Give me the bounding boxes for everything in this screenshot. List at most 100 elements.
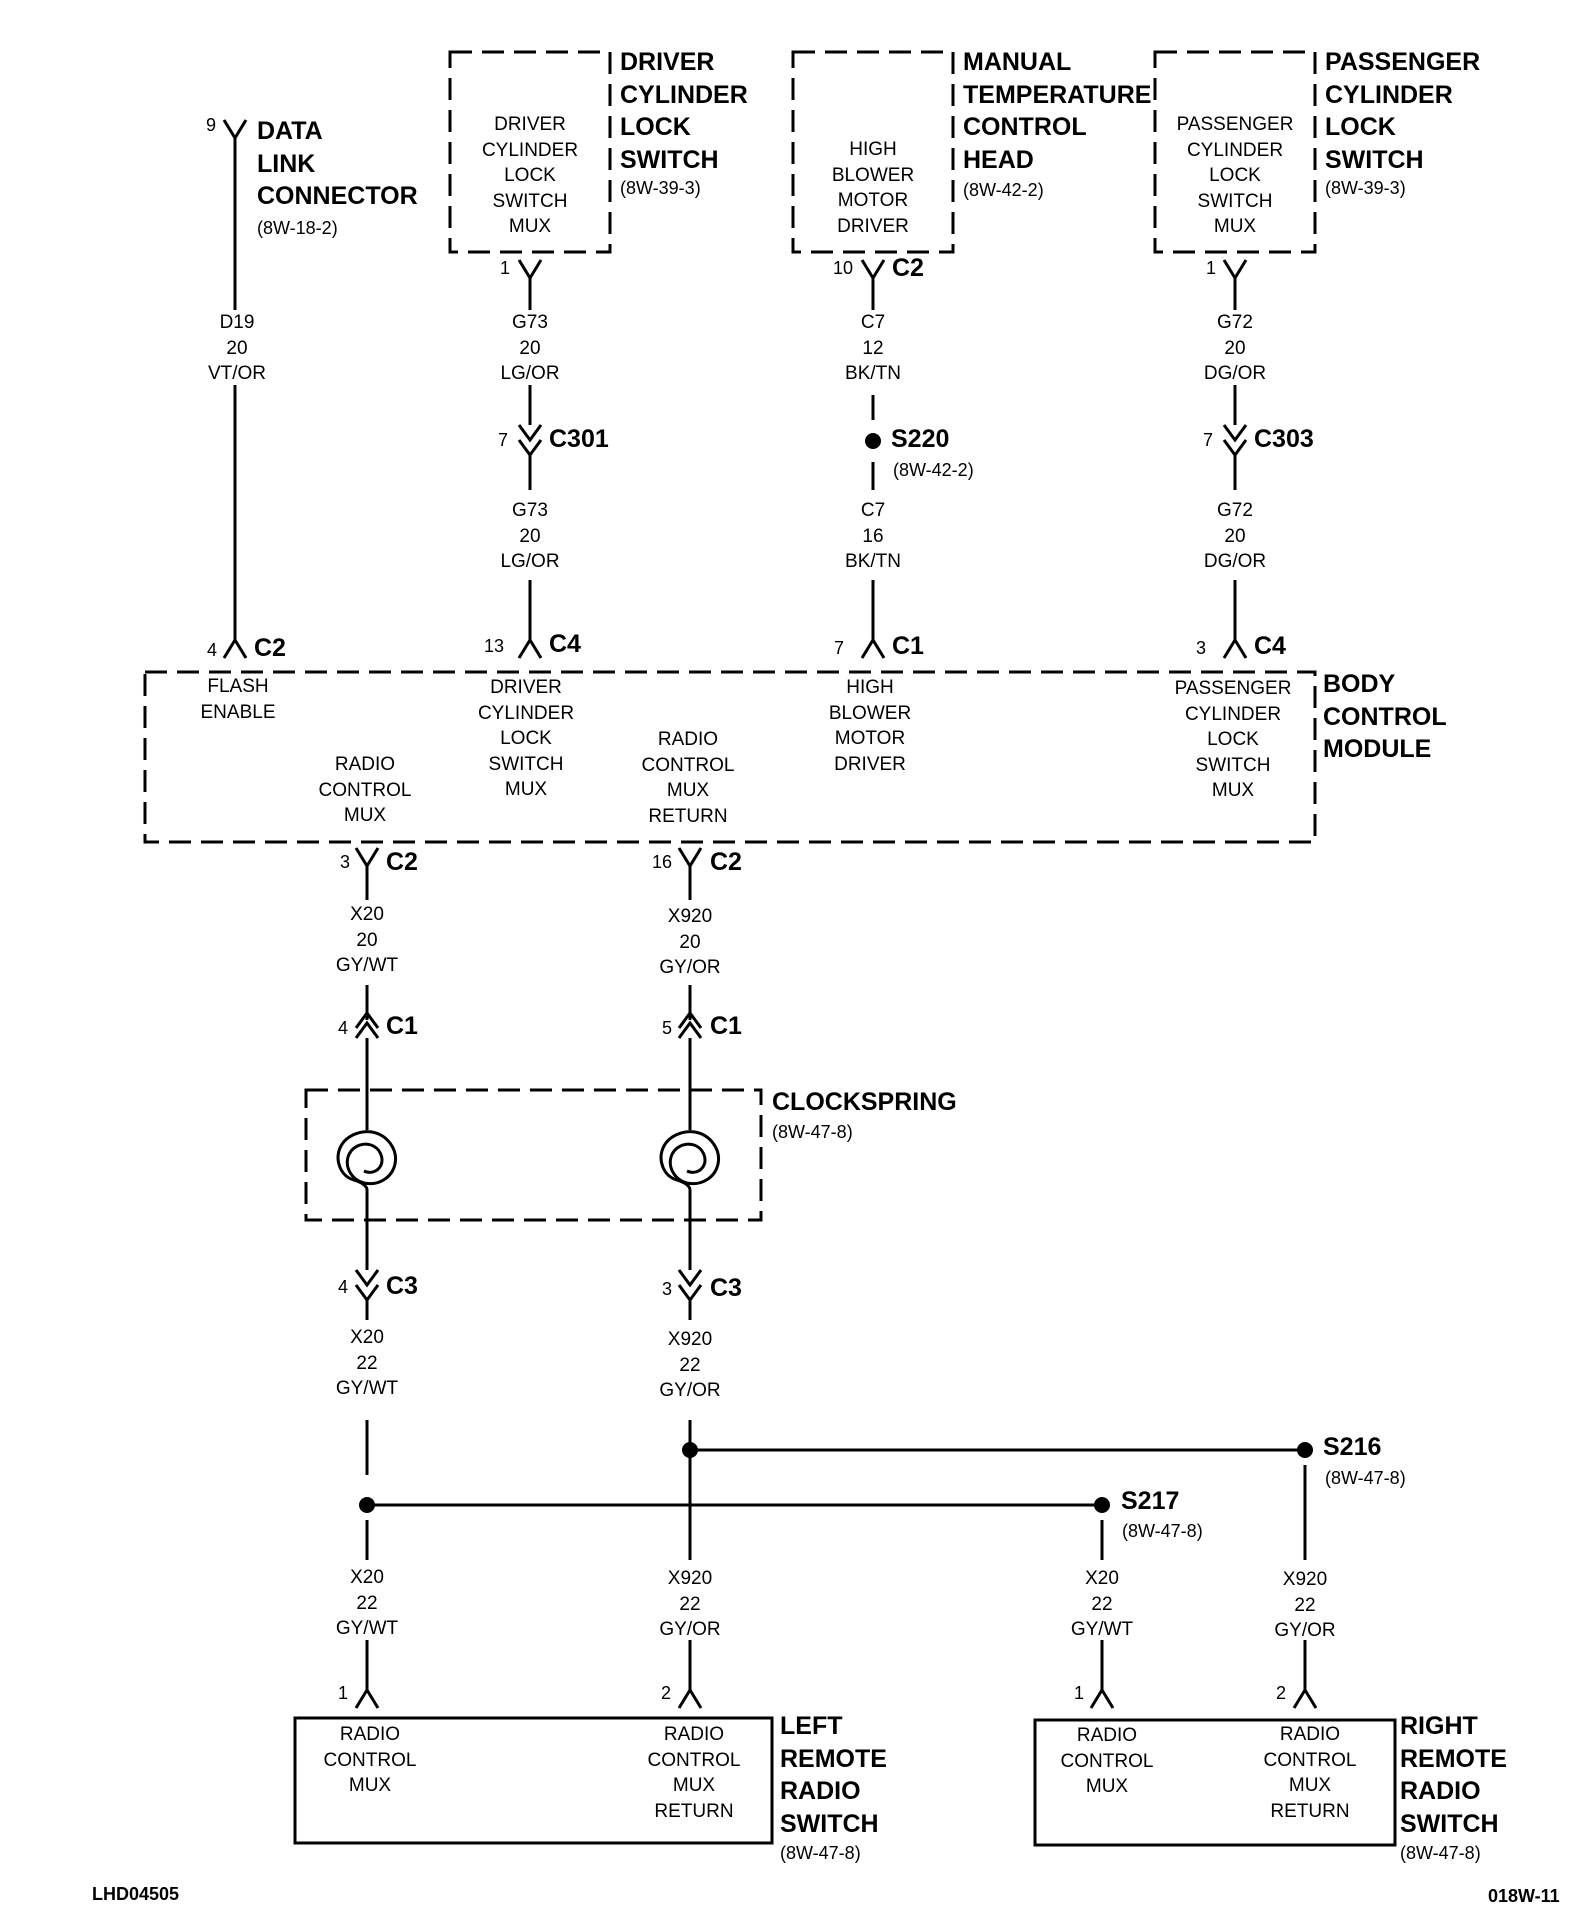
bcm-box bbox=[143, 670, 1317, 844]
cs-c3-x20-connector: C3 bbox=[386, 1272, 418, 1300]
wire-x920-left-label: X920 22 GY/OR bbox=[659, 1568, 721, 1640]
rrs-pin-1: 1 bbox=[1074, 1683, 1085, 1703]
bcm-blower-connector: C1 bbox=[892, 632, 924, 660]
right-remote-pin1-label: RADIO CONTROL MUX bbox=[1060, 1725, 1154, 1797]
bcm-x920-pin: 16 bbox=[652, 852, 673, 872]
bcm-x20-pin: 3 bbox=[340, 852, 351, 872]
right-remote-switch-box bbox=[1033, 1718, 1397, 1847]
splice-s216-ref: (8W-47-8) bbox=[1325, 1468, 1406, 1488]
driver-lock-switch-ref: (8W-39-3) bbox=[620, 178, 701, 198]
footer-right-code: 018W-11 bbox=[1488, 1886, 1560, 1906]
c303-pin: 7 bbox=[1203, 430, 1214, 450]
cs-c1-x920-connector: C1 bbox=[710, 1012, 742, 1040]
splice-s216-right-dot bbox=[1297, 1442, 1313, 1458]
bcm-passenger-pin: 3 bbox=[1196, 638, 1207, 658]
connector-driver-switch bbox=[517, 259, 543, 281]
connector-cs-c1-x20 bbox=[354, 1010, 380, 1039]
connector-bcm-x920 bbox=[677, 847, 703, 869]
connector-dlc bbox=[222, 119, 248, 141]
bcm-high-blower: HIGH BLOWER MOTOR DRIVER bbox=[828, 677, 912, 775]
bcm-label: BODY CONTROL MODULE bbox=[1323, 670, 1447, 763]
connector-lrs-2 bbox=[677, 1687, 703, 1709]
bcm-driver-pin: 13 bbox=[484, 636, 505, 656]
wire-x20-right-label: X20 22 GY/WT bbox=[1070, 1568, 1134, 1640]
data-link-connector-ref: (8W-18-2) bbox=[257, 218, 338, 238]
connector-rrs-1 bbox=[1089, 1687, 1115, 1709]
left-remote-switch-box bbox=[293, 1716, 774, 1845]
connector-bcm-x20 bbox=[354, 847, 380, 869]
connector-bcm-flash bbox=[222, 637, 248, 659]
connector-temp-head bbox=[860, 259, 886, 281]
left-remote-pin1-label: RADIO CONTROL MUX bbox=[323, 1724, 417, 1796]
driver-lock-switch-box bbox=[448, 50, 612, 254]
temp-head-pin: 10 bbox=[833, 258, 854, 278]
left-remote-pin2-label: RADIO CONTROL MUX RETURN bbox=[647, 1724, 741, 1822]
left-remote-switch-ref: (8W-47-8) bbox=[780, 1843, 861, 1863]
wire-x920-right-label: X920 22 GY/OR bbox=[1274, 1569, 1336, 1641]
right-remote-pin2-label: RADIO CONTROL MUX RETURN bbox=[1263, 1724, 1357, 1822]
connector-lrs-1 bbox=[354, 1687, 380, 1709]
splice-s220-ref: (8W-42-2) bbox=[893, 460, 974, 480]
passenger-lock-switch-label: PASSENGER CYLINDER LOCK SWITCH bbox=[1325, 48, 1481, 174]
wire-g72-lower-label: G72 20 DG/OR bbox=[1203, 500, 1267, 572]
passenger-lock-switch-ref: (8W-39-3) bbox=[1325, 178, 1406, 198]
wire-x920-mid-label: X920 22 GY/OR bbox=[659, 1329, 721, 1401]
clockspring-coil-right bbox=[659, 1130, 721, 1191]
clockspring-coils bbox=[336, 1130, 721, 1191]
clockspring-box bbox=[304, 1088, 763, 1222]
wire-g73-upper-label: G73 20 LG/OR bbox=[500, 312, 560, 384]
connector-cs-c1-x920 bbox=[677, 1010, 703, 1039]
footer-left-code: LHD04505 bbox=[92, 1884, 180, 1904]
wire-c7-lower-label: C7 16 BK/TN bbox=[845, 500, 901, 572]
driver-lock-switch-inner: DRIVER CYLINDER LOCK SWITCH MUX bbox=[481, 114, 579, 237]
bcm-x920-connector: C2 bbox=[710, 848, 742, 876]
bcm-flash-enable: FLASH ENABLE bbox=[200, 676, 276, 723]
bcm-passenger-connector: C4 bbox=[1254, 632, 1286, 660]
splice-s216-label: S216 bbox=[1323, 1433, 1382, 1461]
lrs-pin-1: 1 bbox=[338, 1683, 349, 1703]
cs-c1-x920-pin: 5 bbox=[662, 1018, 673, 1038]
connector-cs-c3-x20 bbox=[354, 1269, 380, 1303]
splice-s217-ref: (8W-47-8) bbox=[1122, 1521, 1203, 1541]
bcm-radio-control-mux: RADIO CONTROL MUX bbox=[318, 754, 412, 826]
splice-s220-dot bbox=[865, 433, 881, 449]
splice-s217-label: S217 bbox=[1121, 1487, 1180, 1515]
connector-bcm-driver bbox=[517, 637, 543, 659]
c301-pin: 7 bbox=[498, 430, 509, 450]
c301-name: C301 bbox=[549, 425, 609, 453]
connector-cs-c3-x920 bbox=[677, 1269, 703, 1303]
lrs-pin-2: 2 bbox=[661, 1683, 672, 1703]
cs-c3-x20-pin: 4 bbox=[338, 1277, 349, 1297]
connector-bcm-passenger bbox=[1222, 637, 1248, 659]
wire-x920-upper-label: X920 20 GY/OR bbox=[659, 906, 721, 978]
clockspring-coil-left bbox=[336, 1130, 398, 1191]
wire-x20-upper-label: X20 20 GY/WT bbox=[335, 904, 399, 976]
connector-bcm-blower bbox=[860, 637, 886, 659]
bcm-passenger-lock-mux: PASSENGER CYLINDER LOCK SWITCH MUX bbox=[1174, 678, 1292, 801]
c303-name: C303 bbox=[1254, 425, 1314, 453]
temp-control-head-box bbox=[791, 50, 955, 254]
bcm-x20-connector: C2 bbox=[386, 848, 418, 876]
bcm-flash-connector: C2 bbox=[254, 634, 286, 662]
connector-passenger-switch bbox=[1222, 259, 1248, 281]
right-remote-switch-ref: (8W-47-8) bbox=[1400, 1843, 1481, 1863]
bcm-flash-pin: 4 bbox=[207, 640, 218, 660]
temp-control-head-ref: (8W-42-2) bbox=[963, 180, 1044, 200]
data-link-connector-label: DATA LINK CONNECTOR bbox=[257, 117, 418, 210]
connector-c301 bbox=[517, 424, 543, 458]
wire-c7-upper-label: C7 12 BK/TN bbox=[845, 312, 901, 384]
passenger-lock-switch-inner: PASSENGER CYLINDER LOCK SWITCH MUX bbox=[1176, 114, 1294, 237]
passenger-lock-switch-box bbox=[1153, 50, 1317, 254]
cs-c1-x20-connector: C1 bbox=[386, 1012, 418, 1040]
bcm-blower-pin: 7 bbox=[834, 638, 845, 658]
left-remote-switch-label: LEFT REMOTE RADIO SWITCH bbox=[780, 1712, 887, 1838]
bcm-driver-connector: C4 bbox=[549, 630, 581, 658]
clockspring-label: CLOCKSPRING bbox=[772, 1088, 957, 1116]
splice-s217-dot bbox=[359, 1497, 375, 1513]
bcm-radio-control-mux-return: RADIO CONTROL MUX RETURN bbox=[641, 729, 735, 827]
temp-control-head-label: MANUAL TEMPERATURE CONTROL HEAD bbox=[963, 48, 1152, 174]
clockspring-ref: (8W-47-8) bbox=[772, 1122, 853, 1142]
rrs-pin-2: 2 bbox=[1276, 1683, 1287, 1703]
temp-head-connector-name: C2 bbox=[892, 254, 924, 282]
driver-switch-pin: 1 bbox=[500, 258, 511, 278]
